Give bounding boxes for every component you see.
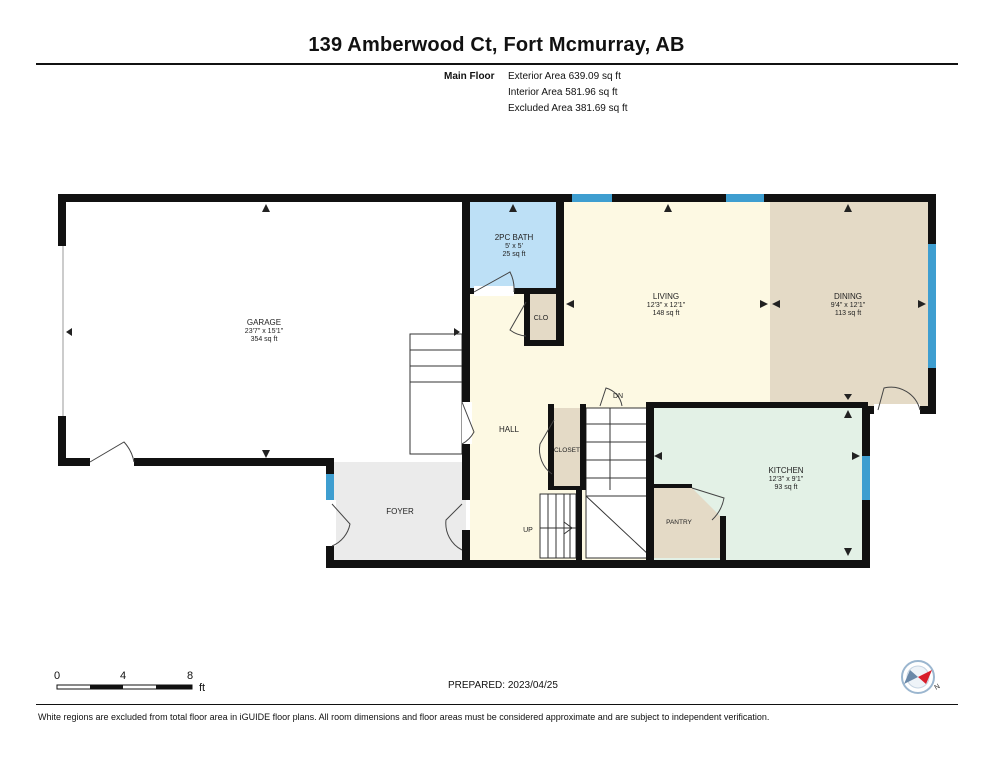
dining-name: DINING [834,292,862,301]
exterior-area: Exterior Area 639.09 sq ft [508,71,621,82]
living-area: 148 sq ft [653,310,680,317]
bath-area: 25 sq ft [503,251,526,258]
scale-bar [56,684,193,690]
pantry-label: PANTRY [666,519,692,526]
kitchen-name: KITCHEN [768,466,803,475]
hall-label: HALL [499,425,520,434]
stairs-up-label: UP [523,527,533,534]
kitchen-dims: 12'3" x 9'1" [769,476,804,483]
door-swings [89,271,921,551]
interior-area: Interior Area 581.96 sq ft [508,87,618,98]
living-room [562,200,770,406]
windows [326,194,936,500]
footer-note: White regions are excluded from total fl… [38,712,770,722]
stairs-down-label: DN [613,393,623,400]
bath-name: 2PC BATH [495,233,534,242]
floor-label: Main Floor [444,71,495,82]
stairs [539,407,651,559]
foyer-label: FOYER [386,507,414,516]
dining-room [770,200,930,406]
living-name: LIVING [653,292,679,301]
closet-label: CLOSET [554,447,580,454]
closet-room [550,408,584,488]
page-title: 139 Amberwood Ct, Fort Mcmurray, AB [308,34,685,56]
foyer-room [332,462,466,560]
excluded-area: Excluded Area 381.69 sq ft [508,103,628,114]
kitchen-area: 93 sq ft [775,484,798,491]
scale-tick-4: 4 [120,670,127,682]
clo-room [528,292,560,342]
bath-room [470,200,562,292]
footer-divider [36,704,958,705]
pantry-room [654,486,722,558]
header-divider [36,63,958,65]
svg-text:N: N [934,683,942,692]
garage-dims: 23'7" x 15'1" [245,328,284,335]
bath-dims: 5' x 5' [505,243,523,250]
living-dims: 12'3" x 12'1" [647,302,686,309]
garage-stairs [409,333,463,455]
dining-area: 113 sq ft [835,310,861,317]
dining-dims: 9'4" x 12'1" [831,302,866,309]
compass-icon: N [901,660,942,694]
dimension-arrows [66,204,926,556]
garage-name: GARAGE [247,318,281,327]
scale-tick-8: 8 [187,670,194,682]
garage-area: 354 sq ft [251,336,278,343]
scale-unit: ft [199,682,206,694]
clo-label: CLO [534,315,549,322]
garage-room [64,200,466,462]
scale-tick-0: 0 [54,670,61,682]
prepared-date: PREPARED: 2023/04/25 [448,680,558,691]
openings [56,246,920,546]
